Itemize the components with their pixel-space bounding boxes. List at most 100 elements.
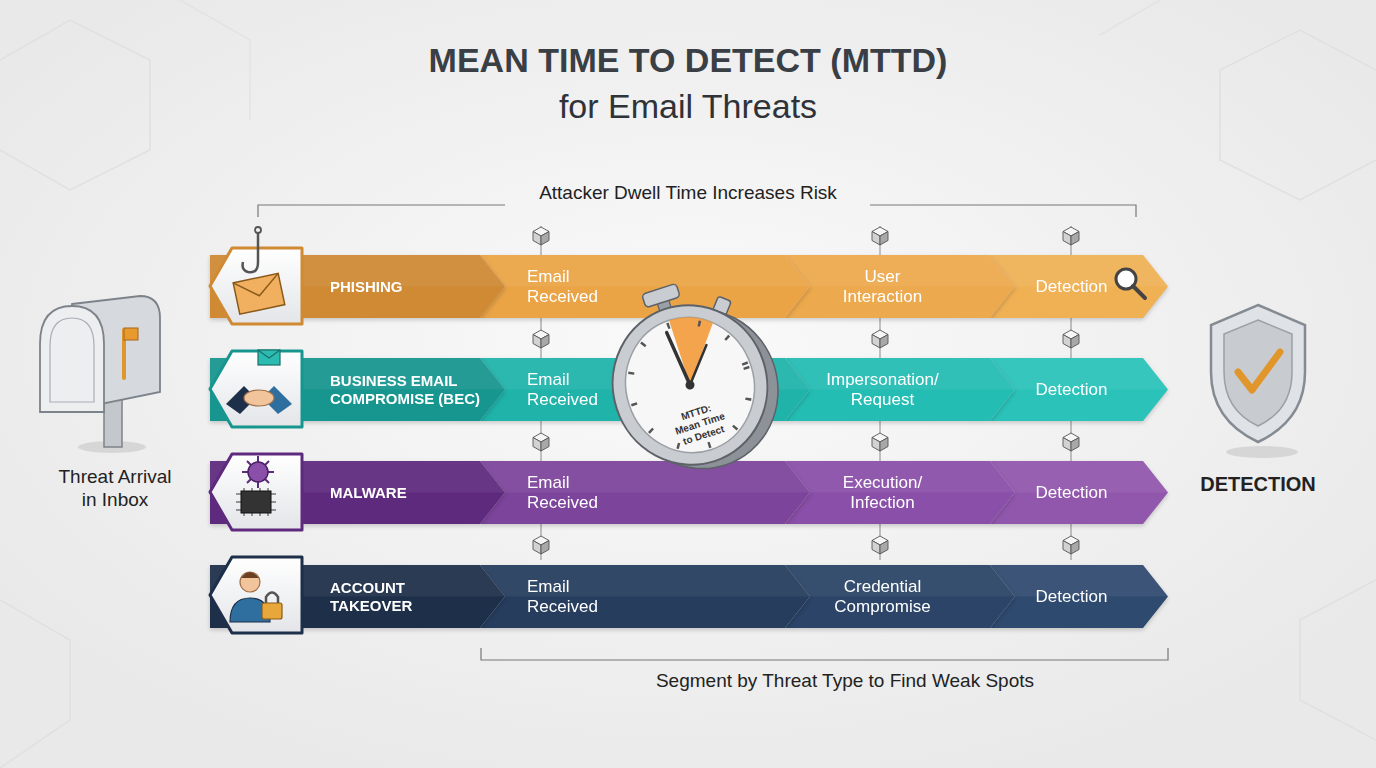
shield-label: DETECTION (1188, 472, 1328, 496)
chevron-fill (785, 461, 1015, 524)
stopwatch-side-button (712, 296, 731, 316)
stopwatch-back (603, 289, 799, 489)
stopwatch-crown (642, 283, 681, 307)
threat-category-band: BUSINESS EMAIL COMPROMISE (BEC) (210, 358, 505, 421)
stage-chevron: Detection (990, 358, 1168, 421)
mailbox-door-rim (50, 318, 94, 402)
handshake-sleeve (226, 386, 256, 414)
envelope-icon (233, 273, 285, 314)
cube-marker (533, 330, 549, 348)
stage-label: Credential Compromise (828, 577, 938, 616)
cube-marker (533, 433, 549, 451)
chip-pins (236, 488, 276, 516)
threat-type-label: ACCOUNT TAKEOVER (330, 579, 440, 614)
icon-tile (210, 557, 302, 633)
background-hexagon (0, 20, 150, 190)
threat-category-band: ACCOUNT TAKEOVER (210, 565, 505, 628)
magnifier-lens (1116, 269, 1136, 289)
padlock-shackle (266, 593, 278, 605)
stage-chevron: Detection (990, 565, 1168, 628)
stopwatch-case (592, 285, 788, 485)
threat-type-label: BUSINESS EMAIL COMPROMISE (BEC) (330, 372, 495, 407)
bracket-label: Segment by Threat Type to Find Weak Spot… (600, 670, 1090, 693)
stage-label: Detection (1036, 483, 1108, 503)
chevron-fill (990, 255, 1168, 318)
stage-label: Email Received (527, 267, 617, 306)
mailbox-flag (124, 328, 138, 340)
chevron-fill (990, 565, 1168, 628)
magnifier-handle (1133, 286, 1145, 298)
cube-marker (533, 536, 549, 554)
icon-tile (210, 454, 302, 530)
shield-check (1238, 352, 1280, 390)
cube-marker (1063, 536, 1079, 554)
threat-category-band: MALWARE (210, 461, 505, 524)
cube-marker (1063, 330, 1079, 348)
stopwatch-face (608, 301, 772, 470)
cube-marker (1063, 433, 1079, 451)
stopwatch-hand (667, 331, 690, 387)
hook-ring (255, 227, 261, 233)
background-hexagon (1220, 30, 1376, 200)
background-line (1300, 580, 1376, 740)
stage-label: Execution/ Infection (828, 473, 938, 512)
shield-outer (1211, 305, 1305, 442)
envelope-flap (233, 273, 282, 300)
envelope-body (233, 273, 285, 314)
stage-label: Email Received (527, 577, 617, 616)
chevron-fill (480, 255, 810, 318)
stage-chevron: Email Received (480, 461, 810, 524)
shield-inner (1224, 320, 1292, 426)
threat-type-label: MALWARE (330, 484, 490, 501)
dwell-bracket (258, 205, 1136, 217)
chevron-fill (210, 461, 505, 524)
stopwatch-label: MTTD: Mean Time to Detect (670, 399, 731, 449)
diagram-title: MEAN TIME TO DETECT (MTTD) (0, 40, 1376, 81)
chevron-fill (480, 461, 810, 524)
stage-label: Email Received (527, 473, 617, 512)
cube-marker (872, 536, 888, 554)
cube-marker (872, 227, 888, 245)
padlock-body (262, 603, 282, 619)
icon-tile (210, 351, 302, 427)
stage-chevron: User Interaction (785, 255, 1015, 318)
chevron-fill (480, 358, 810, 421)
stage-chevron: Email Received (480, 255, 810, 318)
background-line (1100, 0, 1160, 35)
stage-chevron: Impersonation/ Request (785, 358, 1015, 421)
stage-label: User Interaction (835, 267, 930, 306)
stopwatch-ticks (614, 307, 765, 463)
stage-label: Detection (1036, 277, 1108, 297)
stopwatch-stem (657, 299, 672, 314)
threat-category-band: PHISHING (210, 255, 505, 318)
icon-tile (210, 248, 302, 324)
stage-chevron: Email Received (480, 565, 810, 628)
mailbox-label: Threat Arrival in Inbox (52, 466, 178, 512)
cube-marker (872, 330, 888, 348)
hook-icon (243, 232, 258, 272)
stage-label: Detection (1036, 380, 1108, 400)
segment-bracket (481, 648, 1168, 660)
chevron-fill (210, 358, 505, 421)
handshake-hands (244, 390, 274, 406)
chevron-fill (990, 358, 1168, 421)
stage-chevron: Credential Compromise (785, 565, 1015, 628)
stage-chevron: Email Received (480, 358, 810, 421)
chip-icon (241, 491, 271, 513)
stopwatch-button (712, 296, 731, 316)
chevron-fill (785, 565, 1015, 628)
bracket-label: Attacker Dwell Time Increases Risk (488, 182, 888, 205)
envelope-icon (258, 350, 280, 365)
chevron-fill (480, 565, 810, 628)
stage-label: Impersonation/ Request (818, 370, 948, 409)
stopwatch-elapsed-wedge (669, 308, 729, 385)
envelope-flap (258, 350, 280, 358)
virus-icon (248, 462, 268, 482)
cube-marker (533, 227, 549, 245)
background-line (180, 0, 250, 120)
stopwatch-pivot (684, 379, 695, 390)
background-line (0, 600, 70, 768)
stage-chevron: Detection (990, 255, 1168, 318)
